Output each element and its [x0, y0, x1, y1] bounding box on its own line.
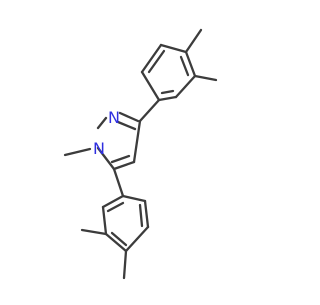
bond-aryl1-c6-c1-inner — [160, 89, 175, 95]
bond-c5-n1 — [96, 146, 116, 171]
bond-aryl1-c4-c5 — [184, 50, 197, 78]
bond-aryl1-c4-c5-inner — [179, 55, 190, 77]
bond-aryl2-c1-c2 — [101, 194, 125, 209]
bond-aryl2-c3-c4-inner — [110, 231, 128, 247]
bond-aryl1-c5-c6 — [174, 74, 197, 99]
bond-c4-c5-double-a — [112, 160, 136, 171]
bond-aryl1-c1-c2 — [140, 70, 161, 102]
bond-aryl2-methyl-b — [122, 249, 128, 280]
bond-aryl2-methyl-a — [80, 228, 108, 236]
bond-aryl1-methyl-a — [184, 28, 203, 54]
bond-aryl2-c4-c5 — [124, 225, 150, 253]
bond-n1-n2 — [96, 116, 108, 130]
structure-drawing: N N — [0, 0, 300, 300]
bond-aryl2-c5-c6 — [143, 199, 150, 229]
bond-aryl2-c6-c1 — [121, 194, 147, 203]
atom-label-n2: N — [108, 108, 120, 127]
bond-c5-aryl2 — [112, 167, 125, 198]
bond-c4-c5-double-b — [110, 154, 131, 164]
bond-aryl1-c6-c1 — [157, 95, 178, 102]
bond-aryl1-c2-c3-inner — [147, 49, 166, 74]
bond-n1-methyl — [63, 147, 92, 157]
bond-aryl2-c3-c4 — [104, 232, 128, 253]
bond-aryl2-c1-c2-inner — [106, 201, 125, 213]
structure-canvas: N N — [0, 0, 300, 300]
bond-aryl1-c2-c3 — [140, 43, 163, 74]
bond-n2-c3-double-a — [118, 111, 140, 123]
bond-aryl2-c2-c3 — [101, 205, 108, 236]
bond-aryl1-methyl-b — [193, 74, 218, 82]
bond-n2-c3-double-b — [116, 120, 137, 131]
bond-c3-c4 — [132, 119, 142, 164]
bond-aryl2-c5-c6-inner — [138, 203, 144, 228]
background — [0, 0, 300, 300]
atom-label-n1: N — [93, 139, 105, 158]
bond-c3-aryl1 — [138, 98, 161, 123]
bonds — [63, 28, 218, 280]
bond-aryl1-c3-c4 — [159, 43, 188, 54]
